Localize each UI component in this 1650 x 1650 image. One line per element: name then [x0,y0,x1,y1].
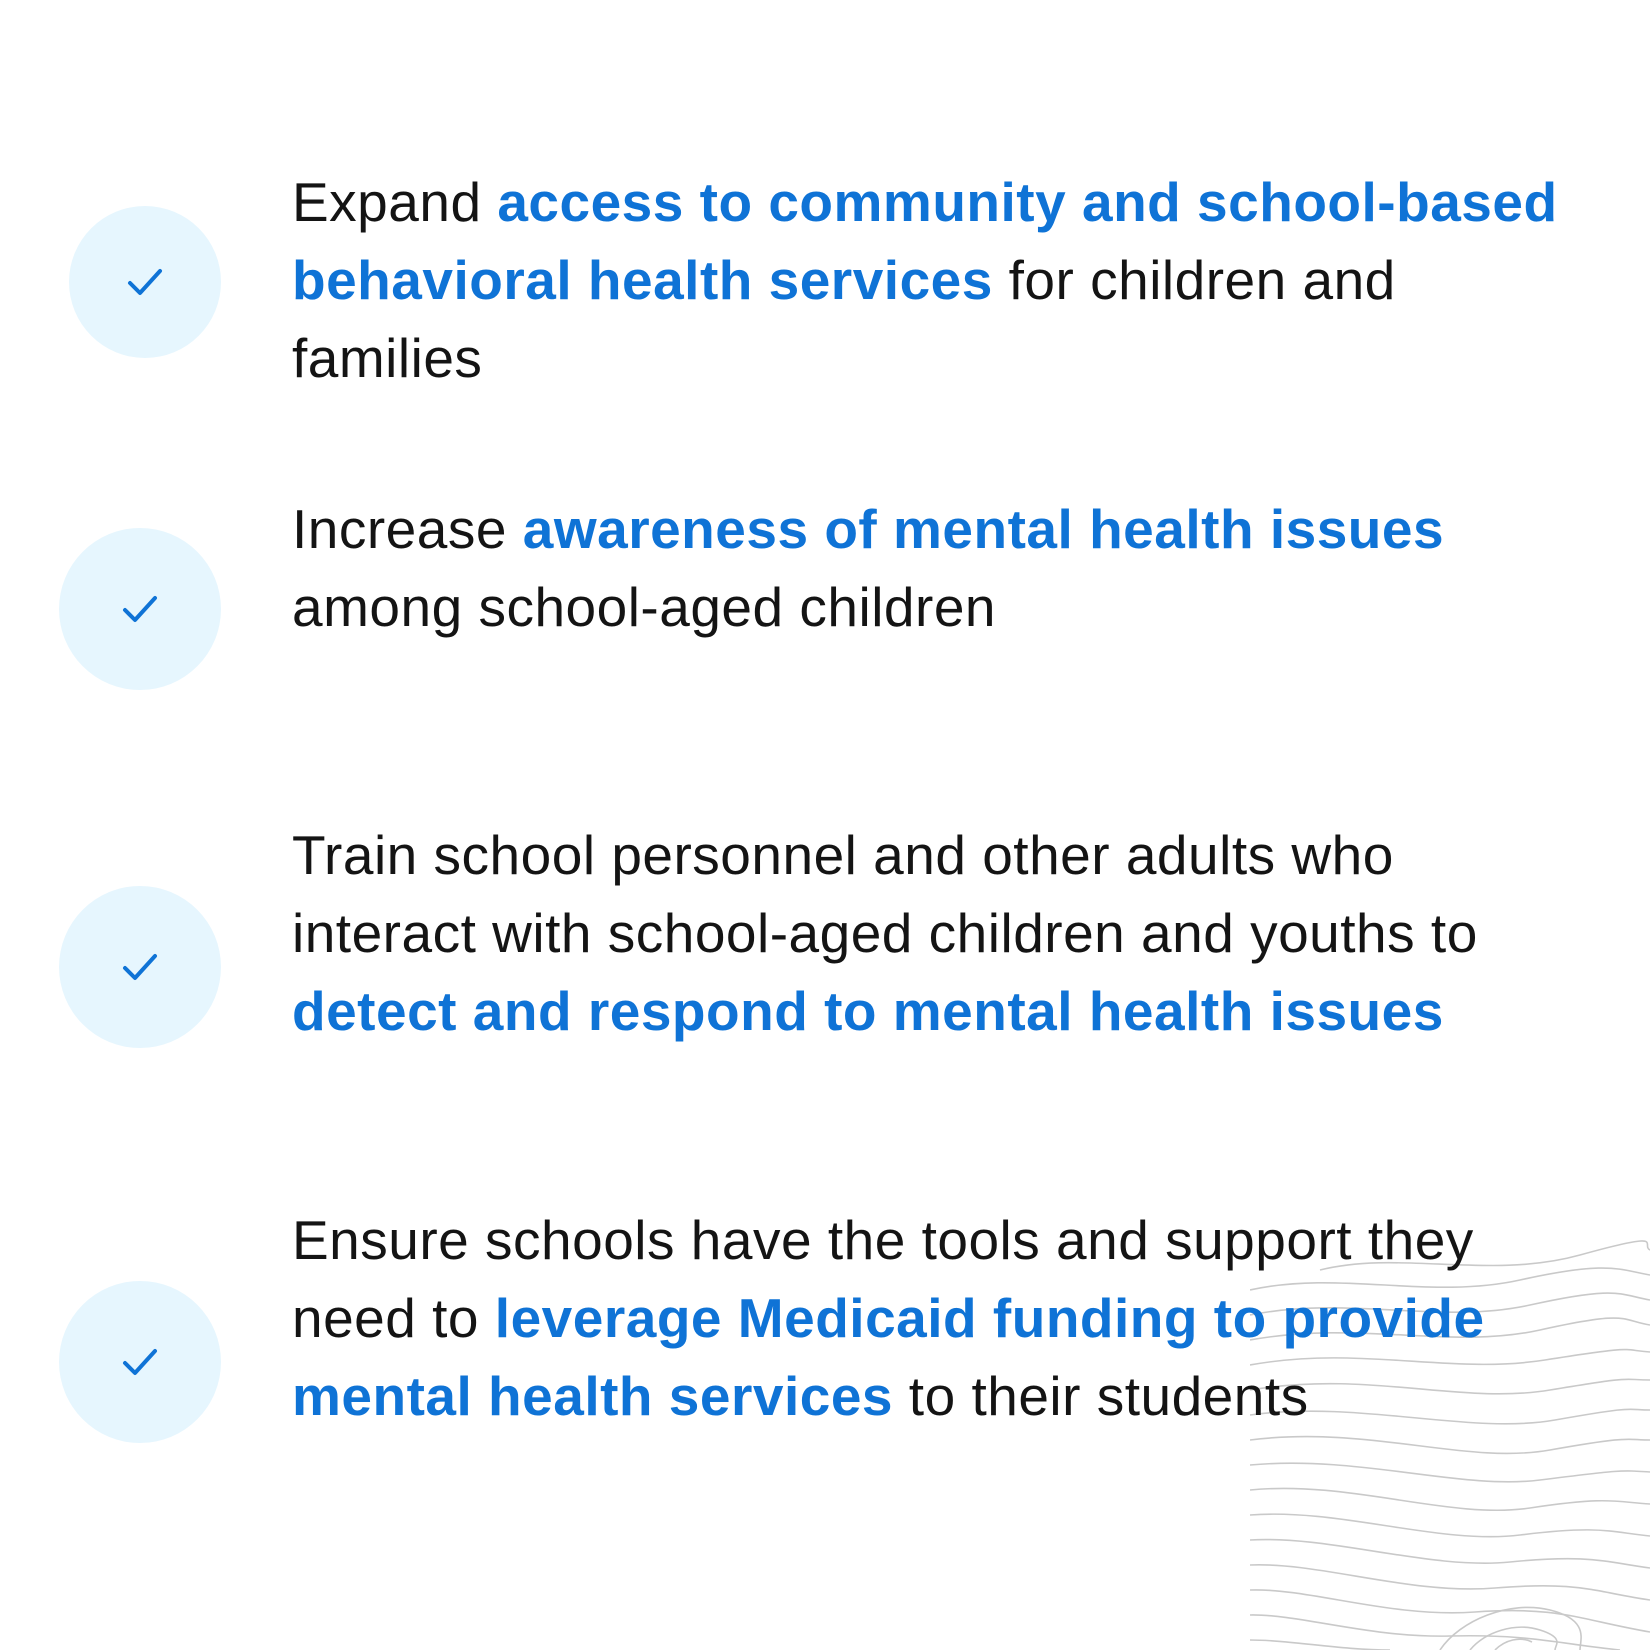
check-icon [128,269,162,295]
item-3-highlight: detect and respond to mental health issu… [292,980,1444,1042]
item-1-text: Expand [292,171,498,233]
item-2-text: Increase [292,498,523,560]
topographic-lines-decoration [1250,1240,1650,1650]
objective-item-1: Expand access to community and school-ba… [292,163,1592,397]
item-2-highlight: awareness of mental health issues [522,498,1445,560]
item-3-text: Train school personnel and other adults … [292,824,1478,964]
item-4-highlight: leverage Medicaid funding to provide men… [292,1287,1485,1427]
objective-item-4: Ensure schools have the tools and suppor… [292,1201,1592,1435]
check-circle-3 [59,886,221,1048]
check-circle-2 [59,528,221,690]
check-icon [123,1349,157,1375]
check-icon [123,954,157,980]
item-4-text-end: to their students [893,1365,1309,1427]
objective-item-2: Increase awareness of mental health issu… [292,490,1592,646]
item-1-text-end: for children and families [292,249,1396,389]
item-1-highlight: access to community and school-based beh… [292,171,1558,311]
item-2-text-end: among school-aged children [292,576,996,638]
check-circle-1 [69,206,221,358]
check-circle-4 [59,1281,221,1443]
objective-item-3: Train school personnel and other adults … [292,816,1592,1050]
item-4-text: Ensure schools have the tools and suppor… [292,1209,1474,1349]
check-icon [123,596,157,622]
